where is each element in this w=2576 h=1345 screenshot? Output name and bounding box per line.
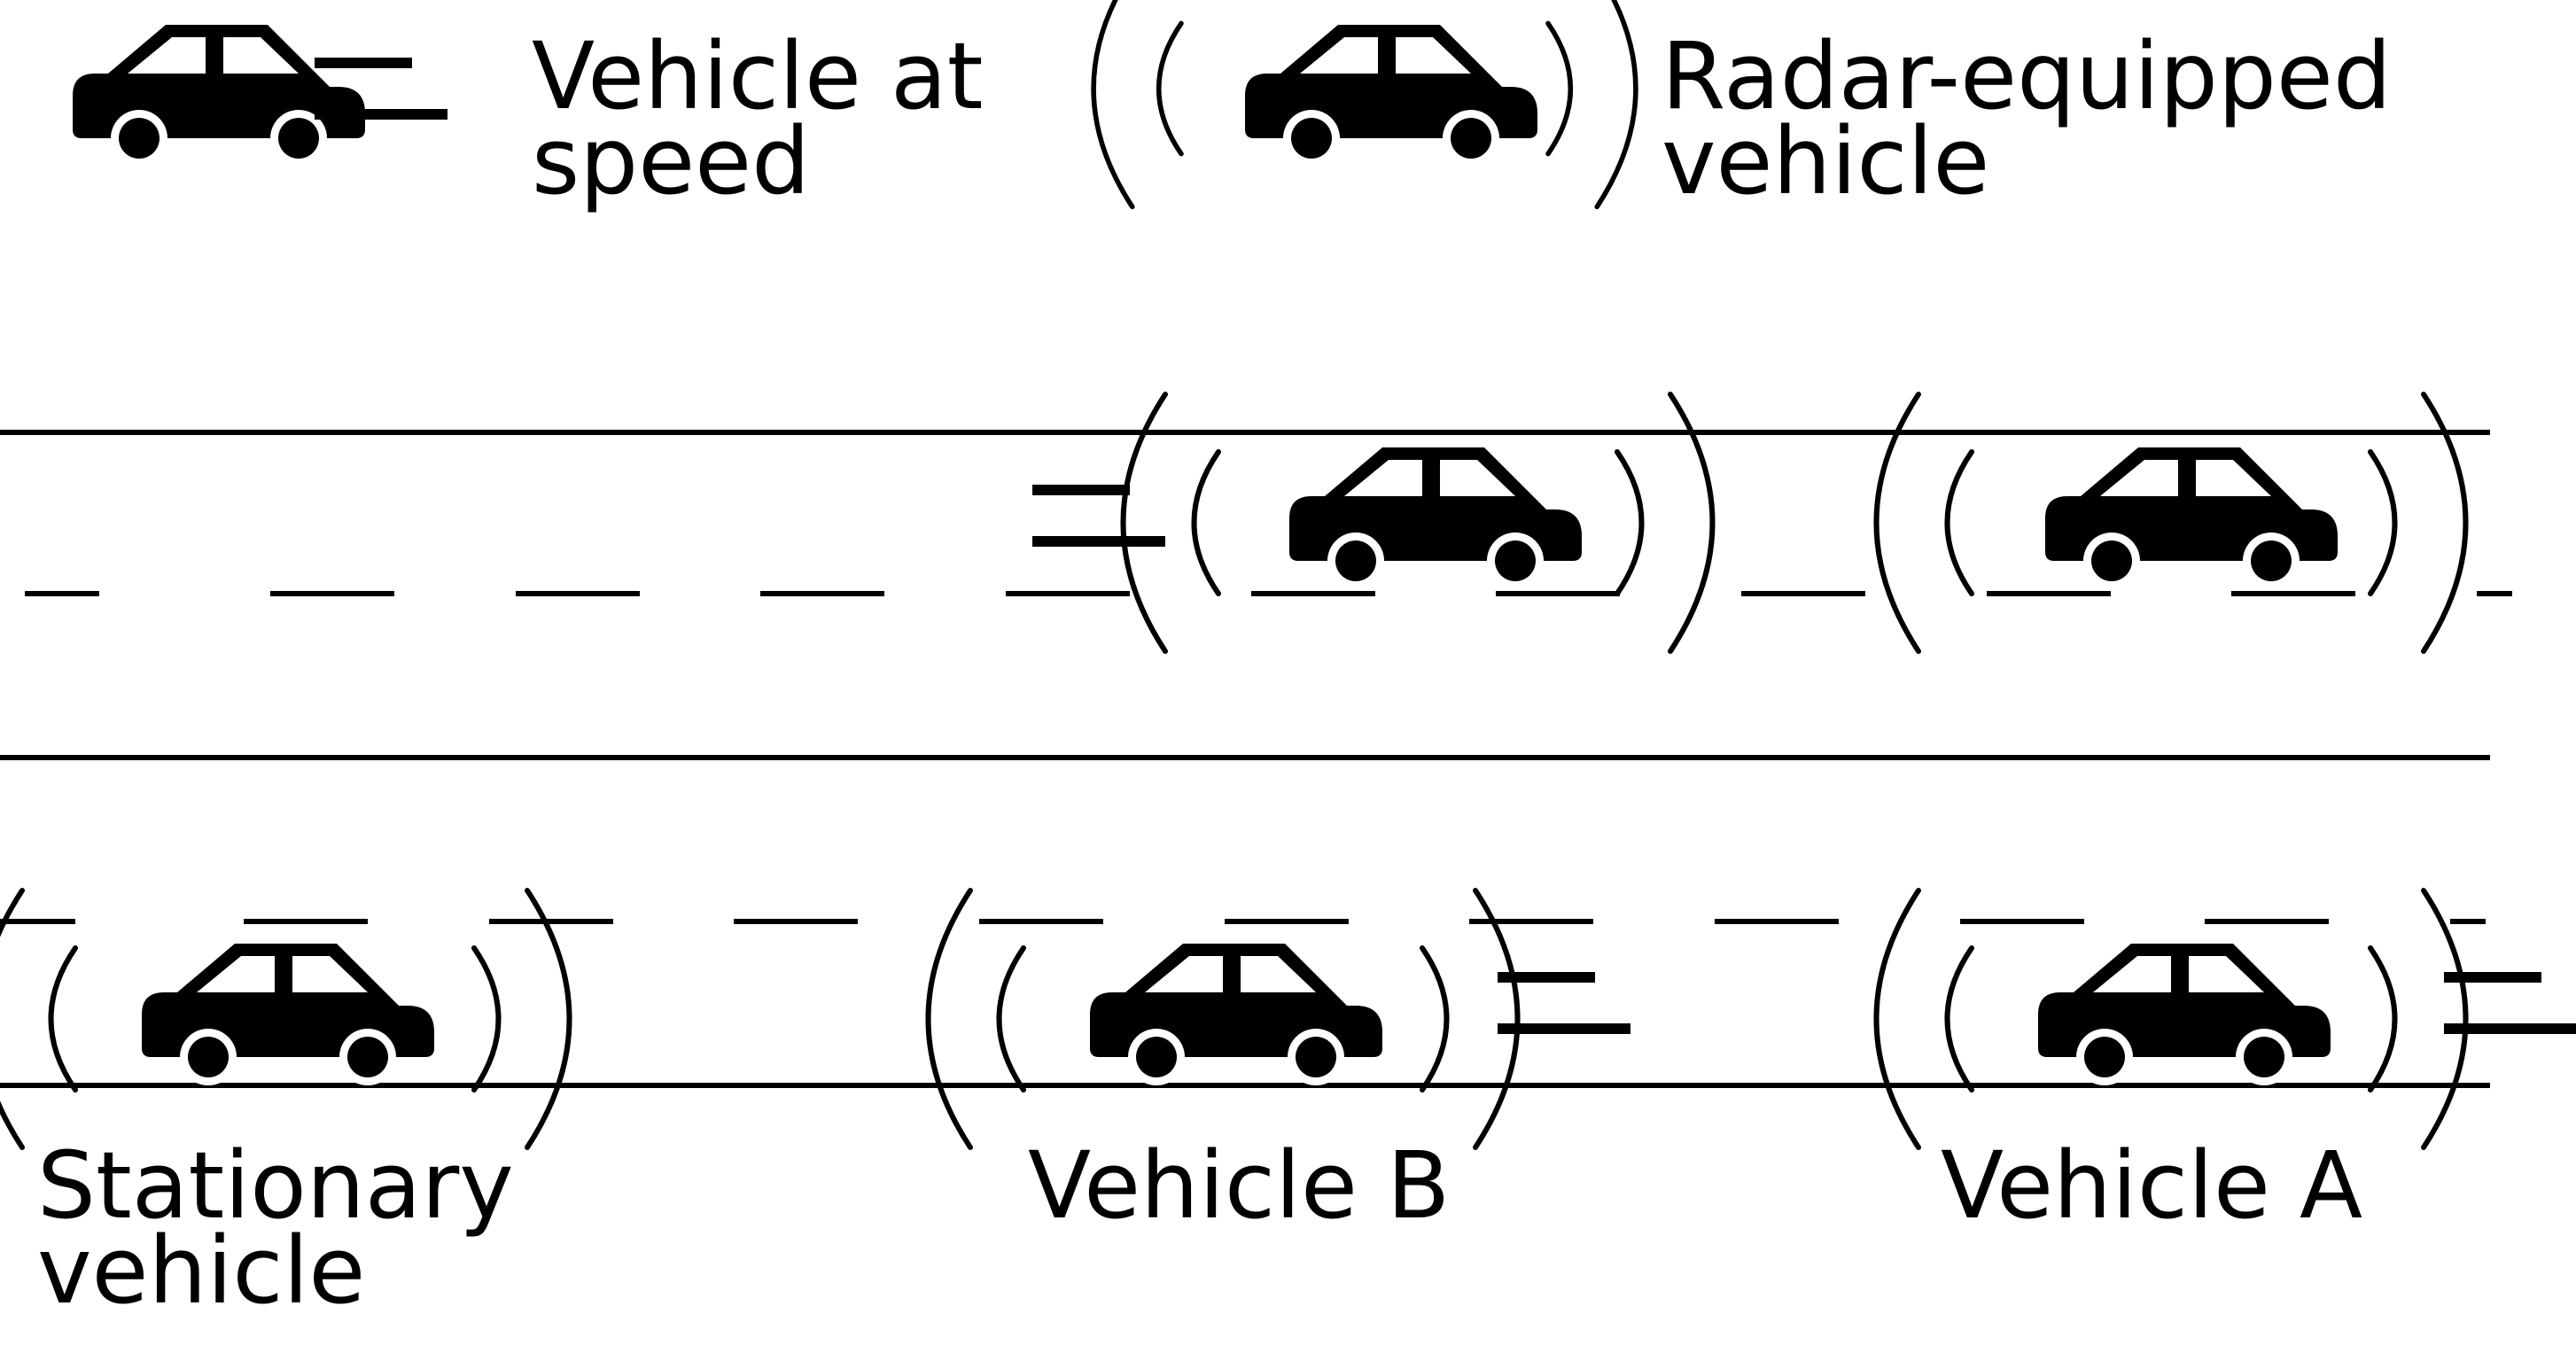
vehicle-b-label: Vehicle B: [1028, 1131, 1451, 1240]
vehicle-b-car-icon: [1090, 944, 1382, 1085]
vehicle-a-label: Vehicle A: [1941, 1131, 2363, 1240]
vehicle-a-car-icon: [2038, 944, 2331, 1085]
upper-lane-car-right-icon: [2045, 447, 2338, 589]
stationary-car-icon: [142, 944, 434, 1085]
stationary-vehicle-label: Stationary vehicle: [37, 1131, 514, 1325]
upper-lane-car-left-icon: [1289, 447, 1582, 589]
road-edges: [0, 430, 2490, 1088]
legend-radar-equipped-label: Radar-equipped vehicle: [1662, 22, 2392, 215]
legend-radar-car-icon: [1245, 25, 1537, 167]
upper-lane-speed-lines-icon: [1032, 490, 1165, 541]
legend-vehicle-at-speed-label: Vehicle at speed: [532, 22, 984, 215]
legend-speed-car-icon: [73, 25, 365, 167]
